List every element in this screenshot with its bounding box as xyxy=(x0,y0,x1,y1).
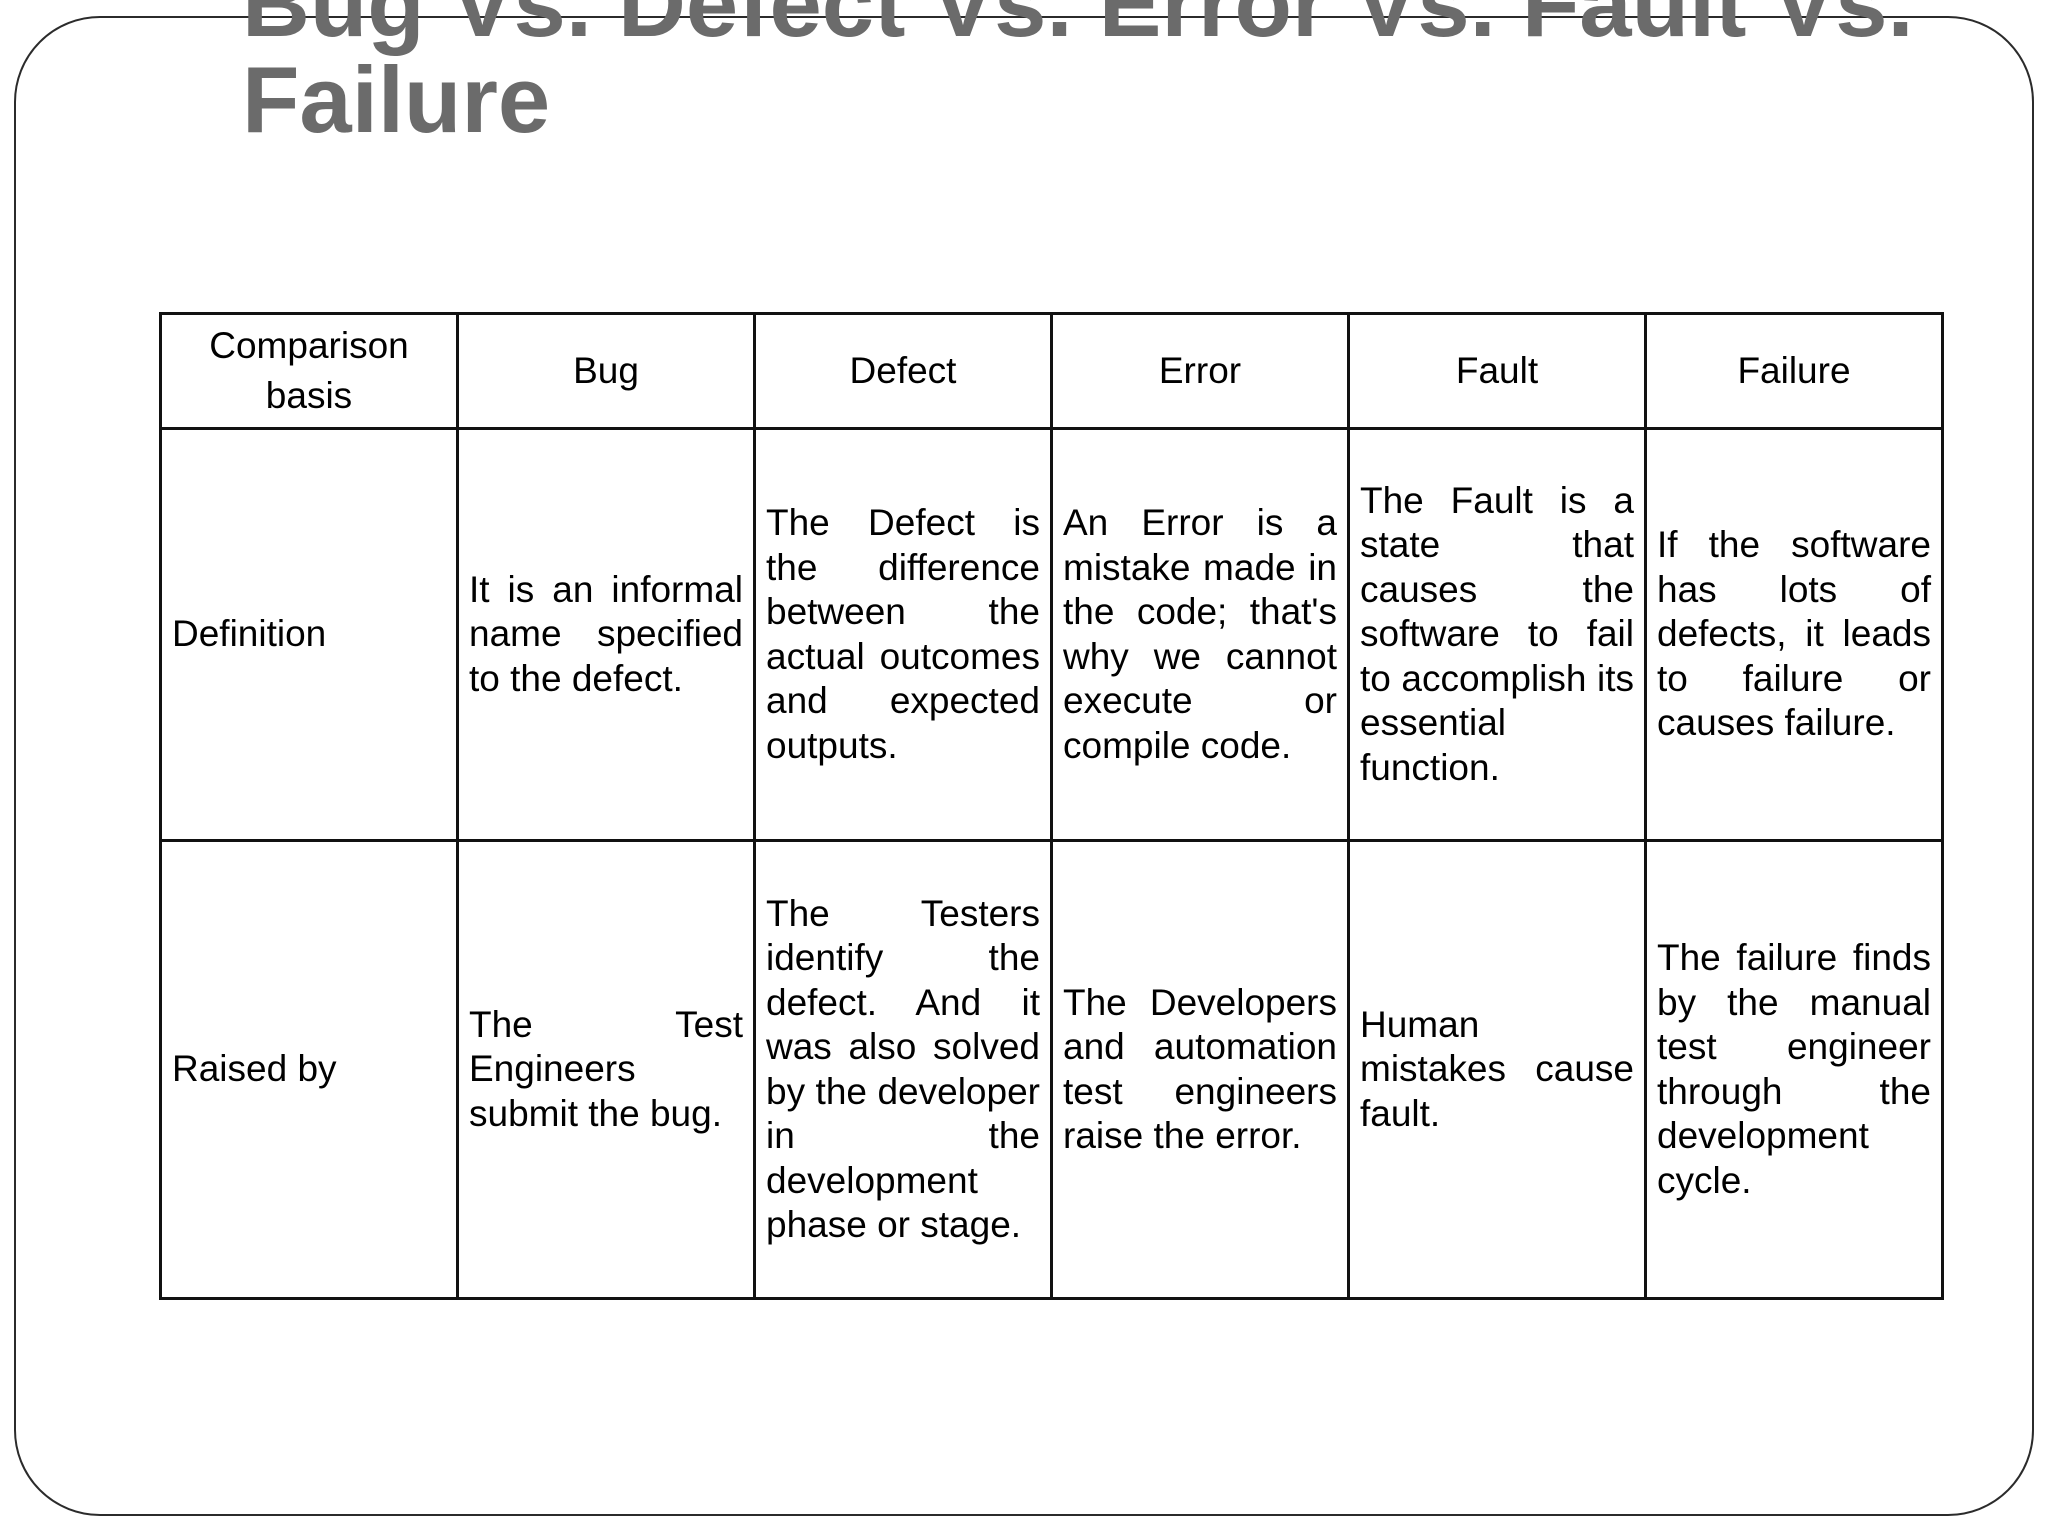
cell-defect-definition: The Defect is the difference between the… xyxy=(753,427,1053,842)
cell-bug-raised-by: The Test Engineers submit the bug. xyxy=(456,839,756,1300)
row-label-definition: Definition xyxy=(159,427,459,842)
slide-title-line-2: Failure xyxy=(242,47,551,152)
header-defect: Defect xyxy=(753,312,1053,430)
slide-title: Bug Vs. Defect Vs. Error Vs. Fault Vs. F… xyxy=(242,0,2022,148)
table-header-row: Comparison basis Bug Defect Error Fault … xyxy=(159,312,1944,430)
cell-defect-raised-by: The Testers identify the defect. And it … xyxy=(753,839,1053,1300)
header-comparison-basis: Comparison basis xyxy=(159,312,459,430)
table-row-raised-by: Raised by The Test Engineers submit the … xyxy=(159,839,1944,1300)
cell-error-raised-by: The Developers and automation test engin… xyxy=(1050,839,1350,1300)
slide-title-line-1: Bug Vs. Defect Vs. Error Vs. Fault Vs. xyxy=(242,0,1914,56)
header-fault: Fault xyxy=(1347,312,1647,430)
table-row-definition: Definition It is an informal name specif… xyxy=(159,427,1944,842)
cell-fault-raised-by: Human mistakes cause fault. xyxy=(1347,839,1647,1300)
cell-error-definition: An Error is a mistake made in the code; … xyxy=(1050,427,1350,842)
cell-failure-raised-by: The failure finds by the manual test eng… xyxy=(1644,839,1944,1300)
cell-bug-definition: It is an informal name specified to the … xyxy=(456,427,756,842)
cell-failure-definition: If the software has lots of defects, it … xyxy=(1644,427,1944,842)
header-failure: Failure xyxy=(1644,312,1944,430)
comparison-table: Comparison basis Bug Defect Error Fault … xyxy=(159,312,1944,1300)
row-label-raised-by: Raised by xyxy=(159,839,459,1300)
cell-fault-definition: The Fault is a state that causes the sof… xyxy=(1347,427,1647,842)
header-bug: Bug xyxy=(456,312,756,430)
header-error: Error xyxy=(1050,312,1350,430)
